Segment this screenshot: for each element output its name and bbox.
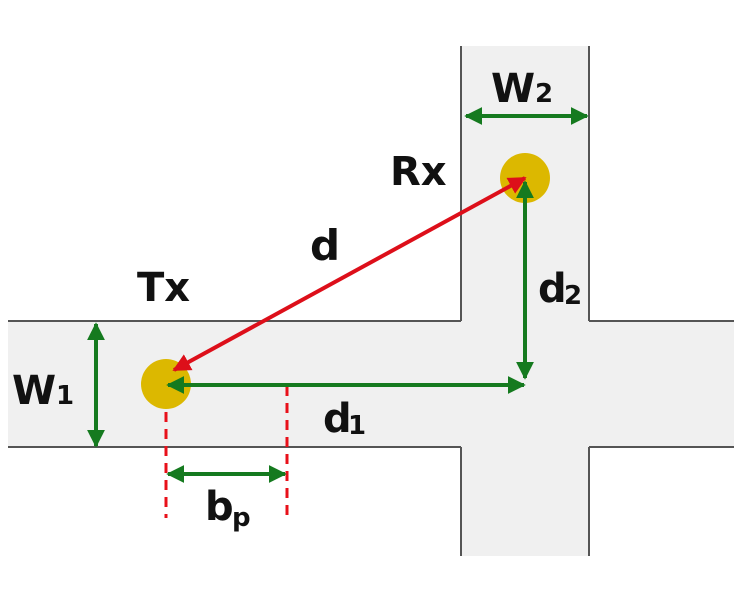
d1-subscript: 1 <box>348 411 366 441</box>
w1-label: W <box>12 368 56 414</box>
tx-label: Tx <box>137 265 190 311</box>
transmitter-node-icon <box>141 359 191 409</box>
d-label: d <box>310 221 340 270</box>
d-arrow <box>172 176 527 372</box>
rx-label: Rx <box>390 149 447 195</box>
bp-guides <box>164 386 289 518</box>
bp-subscript: p <box>232 503 251 533</box>
d1-label: d <box>323 396 352 442</box>
d2-subscript: 2 <box>564 281 582 311</box>
corridor <box>8 46 734 556</box>
w2-subscript: 2 <box>535 79 553 109</box>
w2-label: W <box>491 66 535 112</box>
corridor-walls <box>8 46 734 556</box>
bp-label: b <box>205 484 234 530</box>
d2-label: d <box>538 266 567 312</box>
w1-subscript: 1 <box>56 381 74 411</box>
